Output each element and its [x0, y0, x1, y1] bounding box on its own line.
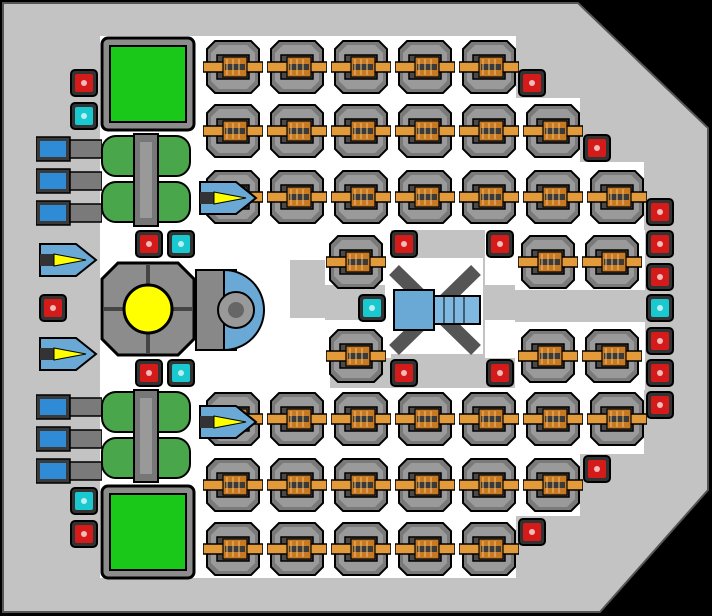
railgun-turret[interactable] — [267, 519, 327, 579]
armor-block-red[interactable] — [645, 390, 675, 420]
armor-block-red[interactable] — [517, 68, 547, 98]
armor-block-red[interactable] — [389, 229, 419, 259]
railgun-turret[interactable] — [518, 326, 578, 386]
railgun-turret[interactable] — [267, 37, 327, 97]
shield-generator[interactable] — [194, 262, 290, 358]
armor-block-red[interactable] — [69, 68, 99, 98]
thruster[interactable] — [36, 166, 102, 196]
armor-block-red[interactable] — [485, 358, 515, 388]
armor-block-red[interactable] — [38, 293, 68, 323]
armor-block-red[interactable] — [645, 358, 675, 388]
railgun-turret[interactable] — [395, 455, 455, 515]
railgun-turret[interactable] — [203, 101, 263, 161]
armor-block-red[interactable] — [645, 229, 675, 259]
railgun-turret[interactable] — [582, 232, 642, 292]
armor-block-cyan[interactable] — [357, 293, 387, 323]
railgun-turret[interactable] — [331, 455, 391, 515]
fuel-tank[interactable] — [98, 132, 194, 228]
railgun-turret[interactable] — [395, 519, 455, 579]
railgun-turret[interactable] — [203, 37, 263, 97]
armor-block-red[interactable] — [134, 358, 164, 388]
railgun-turret[interactable] — [331, 37, 391, 97]
cannon-turret[interactable] — [386, 262, 484, 358]
fuel-tank[interactable] — [98, 388, 194, 484]
railgun-turret[interactable] — [395, 101, 455, 161]
armor-block-cyan[interactable] — [645, 293, 675, 323]
railgun-turret[interactable] — [523, 455, 583, 515]
armor-block-red[interactable] — [485, 229, 515, 259]
railgun-turret[interactable] — [331, 167, 391, 227]
thruster[interactable] — [36, 456, 102, 486]
railgun-turret[interactable] — [267, 101, 327, 161]
armor-block-cyan[interactable] — [166, 358, 196, 388]
thruster[interactable] — [36, 198, 102, 228]
armor-block-cyan[interactable] — [69, 101, 99, 131]
railgun-turret[interactable] — [395, 389, 455, 449]
railgun-turret[interactable] — [518, 232, 578, 292]
railgun-turret[interactable] — [326, 232, 386, 292]
armor-block-cyan[interactable] — [166, 229, 196, 259]
railgun-turret[interactable] — [395, 37, 455, 97]
railgun-turret[interactable] — [587, 389, 647, 449]
thruster[interactable] — [36, 392, 102, 422]
armor-block-red[interactable] — [69, 519, 99, 549]
railgun-turret[interactable] — [459, 519, 519, 579]
armor-block-red[interactable] — [645, 326, 675, 356]
railgun-turret[interactable] — [326, 326, 386, 386]
thruster[interactable] — [36, 424, 102, 454]
railgun-turret[interactable] — [523, 389, 583, 449]
railgun-turret[interactable] — [459, 101, 519, 161]
railgun-turret[interactable] — [203, 519, 263, 579]
railgun-turret[interactable] — [331, 101, 391, 161]
booster[interactable] — [36, 332, 100, 376]
railgun-turret[interactable] — [459, 37, 519, 97]
armor-block-red[interactable] — [645, 262, 675, 292]
railgun-turret[interactable] — [459, 389, 519, 449]
railgun-turret[interactable] — [331, 389, 391, 449]
thruster[interactable] — [36, 134, 102, 164]
floor-tile — [485, 320, 515, 358]
floor-tile — [290, 318, 325, 358]
railgun-turret[interactable] — [331, 519, 391, 579]
booster[interactable] — [36, 238, 100, 282]
bridge-core[interactable] — [100, 261, 196, 357]
armor-block-red[interactable] — [389, 358, 419, 388]
railgun-turret[interactable] — [267, 455, 327, 515]
armor-block-red[interactable] — [582, 133, 612, 163]
armor-block-red[interactable] — [517, 517, 547, 547]
reactor-module[interactable] — [100, 36, 196, 132]
railgun-turret[interactable] — [587, 167, 647, 227]
railgun-turret[interactable] — [459, 167, 519, 227]
railgun-turret[interactable] — [267, 167, 327, 227]
reactor-module[interactable] — [100, 484, 196, 580]
railgun-turret[interactable] — [203, 455, 263, 515]
floor-tile — [290, 230, 325, 260]
railgun-turret[interactable] — [523, 167, 583, 227]
armor-block-red[interactable] — [645, 197, 675, 227]
railgun-turret[interactable] — [459, 455, 519, 515]
railgun-turret[interactable] — [267, 389, 327, 449]
railgun-turret[interactable] — [523, 101, 583, 161]
railgun-turret[interactable] — [582, 326, 642, 386]
booster[interactable] — [196, 400, 260, 444]
booster[interactable] — [196, 176, 260, 220]
armor-block-red[interactable] — [134, 229, 164, 259]
railgun-turret[interactable] — [395, 167, 455, 227]
armor-block-red[interactable] — [582, 454, 612, 484]
armor-block-cyan[interactable] — [69, 486, 99, 516]
